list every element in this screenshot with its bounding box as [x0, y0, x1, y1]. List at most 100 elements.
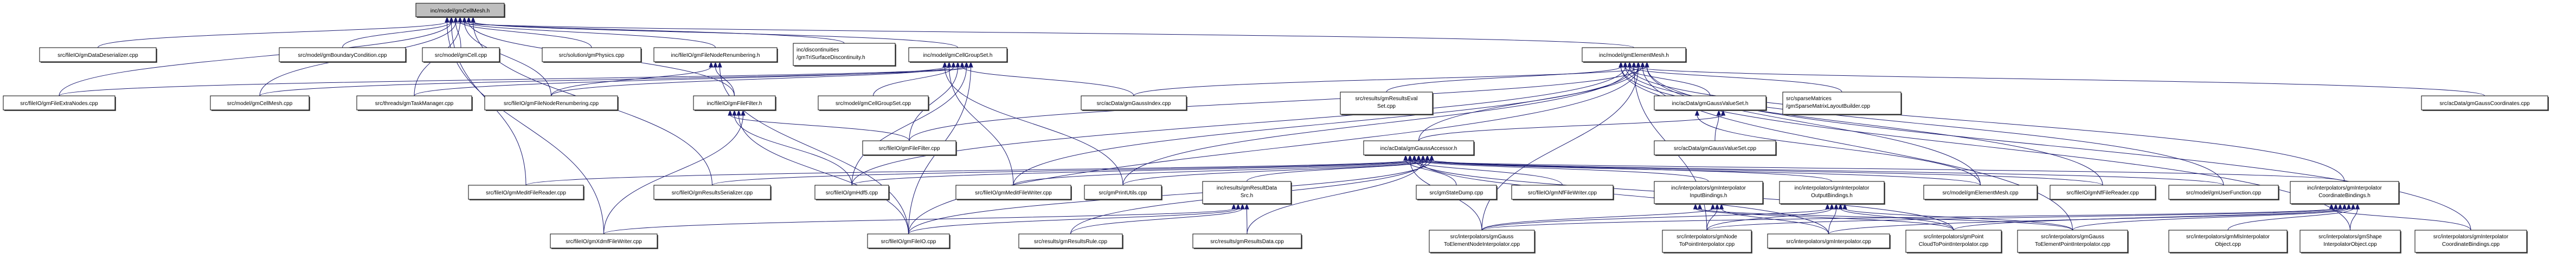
node-label: inc/interpolators/gmInterpolator	[1795, 185, 1870, 191]
file-node-datadeser[interactable]: src/fileIO/gmDataDeserializer.cpp	[39, 47, 157, 63]
node-label: inc/fileIO/gmFileFilter.h	[707, 101, 762, 107]
file-node-coordb_cpp[interactable]: src/interpolators/gmInterpolatorCoordina…	[2414, 230, 2528, 253]
dependency-edge-xdmf-to-rds_h	[603, 203, 1236, 235]
node-label: src/model/gmElementMesh.cpp	[1942, 190, 2018, 196]
node-label: src/fileIO/gmXdmfFileWriter.cpp	[566, 239, 642, 245]
file-node-gacc_h[interactable]: inc/acData/gmGaussAccessor.h	[1363, 140, 1475, 156]
node-label: inc/model/gmElementMesh.h	[1599, 53, 1669, 58]
file-node-cell[interactable]: src/model/gmCell.cpp	[422, 47, 500, 63]
node-label: src/interpolators/gmShape	[2318, 234, 2382, 240]
node-label: src/model/gmCellGroupSet.cpp	[836, 101, 911, 107]
node-label: src/fileIO/gmResultsSerializer.cpp	[672, 190, 753, 196]
file-node-physics[interactable]: src/solution/gmPhysics.cpp	[542, 47, 642, 63]
file-node-fnr_h[interactable]: inc/fileIO/gmFileNodeRenumbering.h	[653, 47, 778, 63]
file-node-g2en[interactable]: src/interpolators/gmGaussToElementNodeIn…	[1429, 230, 1536, 253]
file-node-outb_h[interactable]: inc/interpolators/gmInterpolatorOutputBi…	[1779, 181, 1885, 205]
file-node-cellmesh_h[interactable]: inc/model/gmCellMesh.h	[415, 3, 505, 18]
dependency-edge-fnr_cpp-to-fnr_h	[551, 61, 714, 96]
node-label: src/gmStateDump.cpp	[1430, 190, 1483, 196]
node-label: src/fileIO/gmFileFilter.cpp	[879, 146, 940, 152]
file-node-cgs_h[interactable]: inc/model/gmCellGroupSet.h	[908, 47, 1008, 63]
file-node-resdata[interactable]: src/results/gmResultsData.cpp	[1192, 233, 1302, 249]
file-node-elmesh_cpp[interactable]: src/model/gmElementMesh.cpp	[1923, 185, 2038, 200]
file-node-meditreader[interactable]: src/fileIO/gmMeditFileReader.cpp	[468, 185, 584, 200]
node-label: inc/results/gmResultData	[1217, 185, 1277, 191]
file-node-elmesh_h[interactable]: inc/model/gmElementMesh.h	[1582, 47, 1687, 63]
file-node-printutils[interactable]: src/gmPrintUtils.cpp	[1084, 185, 1162, 200]
node-label: InterpolatorObject.cpp	[2323, 242, 2377, 248]
dependency-edge-resdata-to-rds_h	[1244, 203, 1249, 235]
dependency-edge-printutils-to-elmesh_h	[1122, 61, 1632, 186]
file-node-bc[interactable]: src/model/gmBoundaryCondition.cpp	[279, 47, 407, 63]
dependency-edge-hdf5-to-elmesh_h	[851, 61, 1628, 186]
file-node-filefilter_h[interactable]: inc/fileIO/gmFileFilter.h	[693, 95, 776, 111]
file-node-nfwriter[interactable]: src/fileIO/gmNfFileWriter.cpp	[1511, 185, 1614, 200]
node-label: src/fileIO/gmMeditFileReader.cpp	[486, 190, 566, 196]
dependency-edge-printutils-to-gacc_h	[1122, 154, 1430, 186]
file-node-filefilter_cpp[interactable]: src/fileIO/gmFileFilter.cpp	[862, 140, 957, 156]
file-node-resrule[interactable]: src/results/gmResultsRule.cpp	[1018, 233, 1123, 249]
file-node-extranodes[interactable]: src/fileIO/gmFileExtraNodes.cpp	[3, 95, 116, 111]
file-node-cellmesh_cpp[interactable]: src/model/gmCellMesh.cpp	[210, 95, 310, 111]
node-label: src/fileIO/gmDataDeserializer.cpp	[57, 53, 138, 58]
node-label: src/interpolators/gmInterpolator	[2433, 234, 2509, 240]
file-node-coordb_h[interactable]: inc/interpolators/gmInterpolatorCoordina…	[2290, 181, 2400, 205]
node-label: CoordinateBindings.cpp	[2442, 242, 2500, 248]
file-node-gvs_h[interactable]: inc/acData/gmGaussValueSet.h	[1654, 95, 1767, 111]
dependency-edge-filefilter_cpp-to-cgs_h	[909, 61, 960, 141]
file-node-xdmf[interactable]: src/fileIO/gmXdmfFileWriter.cpp	[550, 233, 658, 249]
file-node-meditwriter[interactable]: src/fileIO/gmMeditFileWriter.cpp	[955, 185, 1072, 200]
dependency-edge-gvs_cpp-to-gvs_h	[1714, 109, 1721, 141]
file-node-sparse[interactable]: src/sparseMatrices/gmSparseMatrixLayoutB…	[1782, 92, 1902, 115]
file-node-fnr_cpp[interactable]: src/fileIO/gmFileNodeRenumbering.cpp	[484, 95, 619, 111]
dependency-edge-fileio-to-filefilter_h	[736, 109, 909, 235]
file-node-gaussindex[interactable]: src/acData/gmGaussIndex.cpp	[1081, 95, 1187, 111]
dependency-edge-fileio-to-elmesh_h	[908, 61, 1641, 235]
dependency-edge-cellmesh_cpp-to-cgs_h	[259, 61, 973, 96]
node-label: src/acData/gmGaussValueSet.cpp	[1674, 146, 1757, 152]
file-node-trisurf_h[interactable]: inc/discontinuities/gmTriSurfaceDisconti…	[793, 43, 896, 67]
dependency-edge-outb_h-to-gacc_h	[1416, 154, 1832, 182]
file-node-hdf5[interactable]: src/fileIO/gmHdf5.cpp	[814, 185, 890, 200]
file-node-nfreader[interactable]: src/fileIO/gmNfFileReader.cpp	[2050, 185, 2156, 200]
file-node-g2ep[interactable]: src/interpolators/gmGaussToElementPointI…	[2017, 230, 2129, 253]
file-node-cgs_cpp[interactable]: src/model/gmCellGroupSet.cpp	[818, 95, 929, 111]
node-label: ToPointInterpolator.cpp	[1679, 242, 1735, 248]
file-node-inb_h[interactable]: inc/interpolators/gmInterpolatorInputBin…	[1654, 181, 1764, 205]
dependency-edge-pc2p-to-inb_h	[1693, 203, 1954, 231]
dependency-edge-n2p-to-inb_h	[1706, 203, 1720, 231]
node-label: src/interpolators/gmNode	[1676, 234, 1737, 240]
dependency-edge-resrule-to-rds_h	[1070, 203, 1245, 235]
file-node-fileio[interactable]: src/fileIO/gmFileIO.cpp	[867, 233, 950, 249]
file-node-statedump[interactable]: src/gmStateDump.cpp	[1416, 185, 1498, 200]
node-label: src/interpolators/gmGauss	[1450, 234, 1514, 240]
node-label: inc/model/gmCellMesh.h	[431, 8, 490, 14]
dependency-edge-g2en-to-elmesh_h	[1481, 61, 1641, 231]
dependency-edge-g2ep-to-inb_h	[1697, 203, 2073, 231]
file-node-gausscoord[interactable]: src/acData/gmGaussCoordinates.cpp	[2421, 95, 2549, 111]
node-label: ToElementPointInterpolator.cpp	[2035, 242, 2110, 248]
dependency-edge-fnr_cpp-to-cgs_h	[551, 61, 952, 96]
node-label: InputBindings.h	[1690, 193, 1727, 199]
file-node-gvs_cpp[interactable]: src/acData/gmGaussValueSet.cpp	[1654, 140, 1777, 156]
node-label: inc/interpolators/gmInterpolator	[1671, 185, 1746, 191]
dependency-edge-printutils-to-cgs_h	[942, 61, 1123, 186]
file-node-shape[interactable]: src/interpolators/gmShapeInterpolatorObj…	[2299, 230, 2401, 253]
node-label: inc/acData/gmGaussValueSet.h	[1672, 101, 1748, 107]
dependency-edge-shape-to-coordb_h	[2350, 203, 2360, 231]
dependency-edge-n2p-to-outb_h	[1706, 203, 1834, 231]
file-node-interp[interactable]: src/interpolators/gmInterpolator.cpp	[1767, 233, 1891, 249]
node-label: src/acData/gmGaussCoordinates.cpp	[2439, 101, 2530, 107]
file-node-taskmgr[interactable]: src/threads/gmTaskManager.cpp	[356, 95, 473, 111]
file-node-userfunc[interactable]: src/model/gmUserFunction.cpp	[2168, 185, 2279, 200]
file-node-pc2p[interactable]: src/interpolators/gmPointCloudToPointInt…	[1905, 230, 2002, 253]
file-node-mls[interactable]: src/interpolators/gmMlsInterpolatorObjec…	[2168, 230, 2288, 253]
node-label: src/model/gmUserFunction.cpp	[2186, 190, 2262, 196]
dependency-edge-g2en-to-inb_h	[1481, 203, 1716, 231]
file-node-resser[interactable]: src/fileIO/gmResultsSerializer.cpp	[653, 185, 772, 200]
file-node-n2p[interactable]: src/interpolators/gmNodeToPointInterpola…	[1662, 230, 1752, 253]
node-label: CoordinateBindings.h	[2318, 193, 2371, 199]
